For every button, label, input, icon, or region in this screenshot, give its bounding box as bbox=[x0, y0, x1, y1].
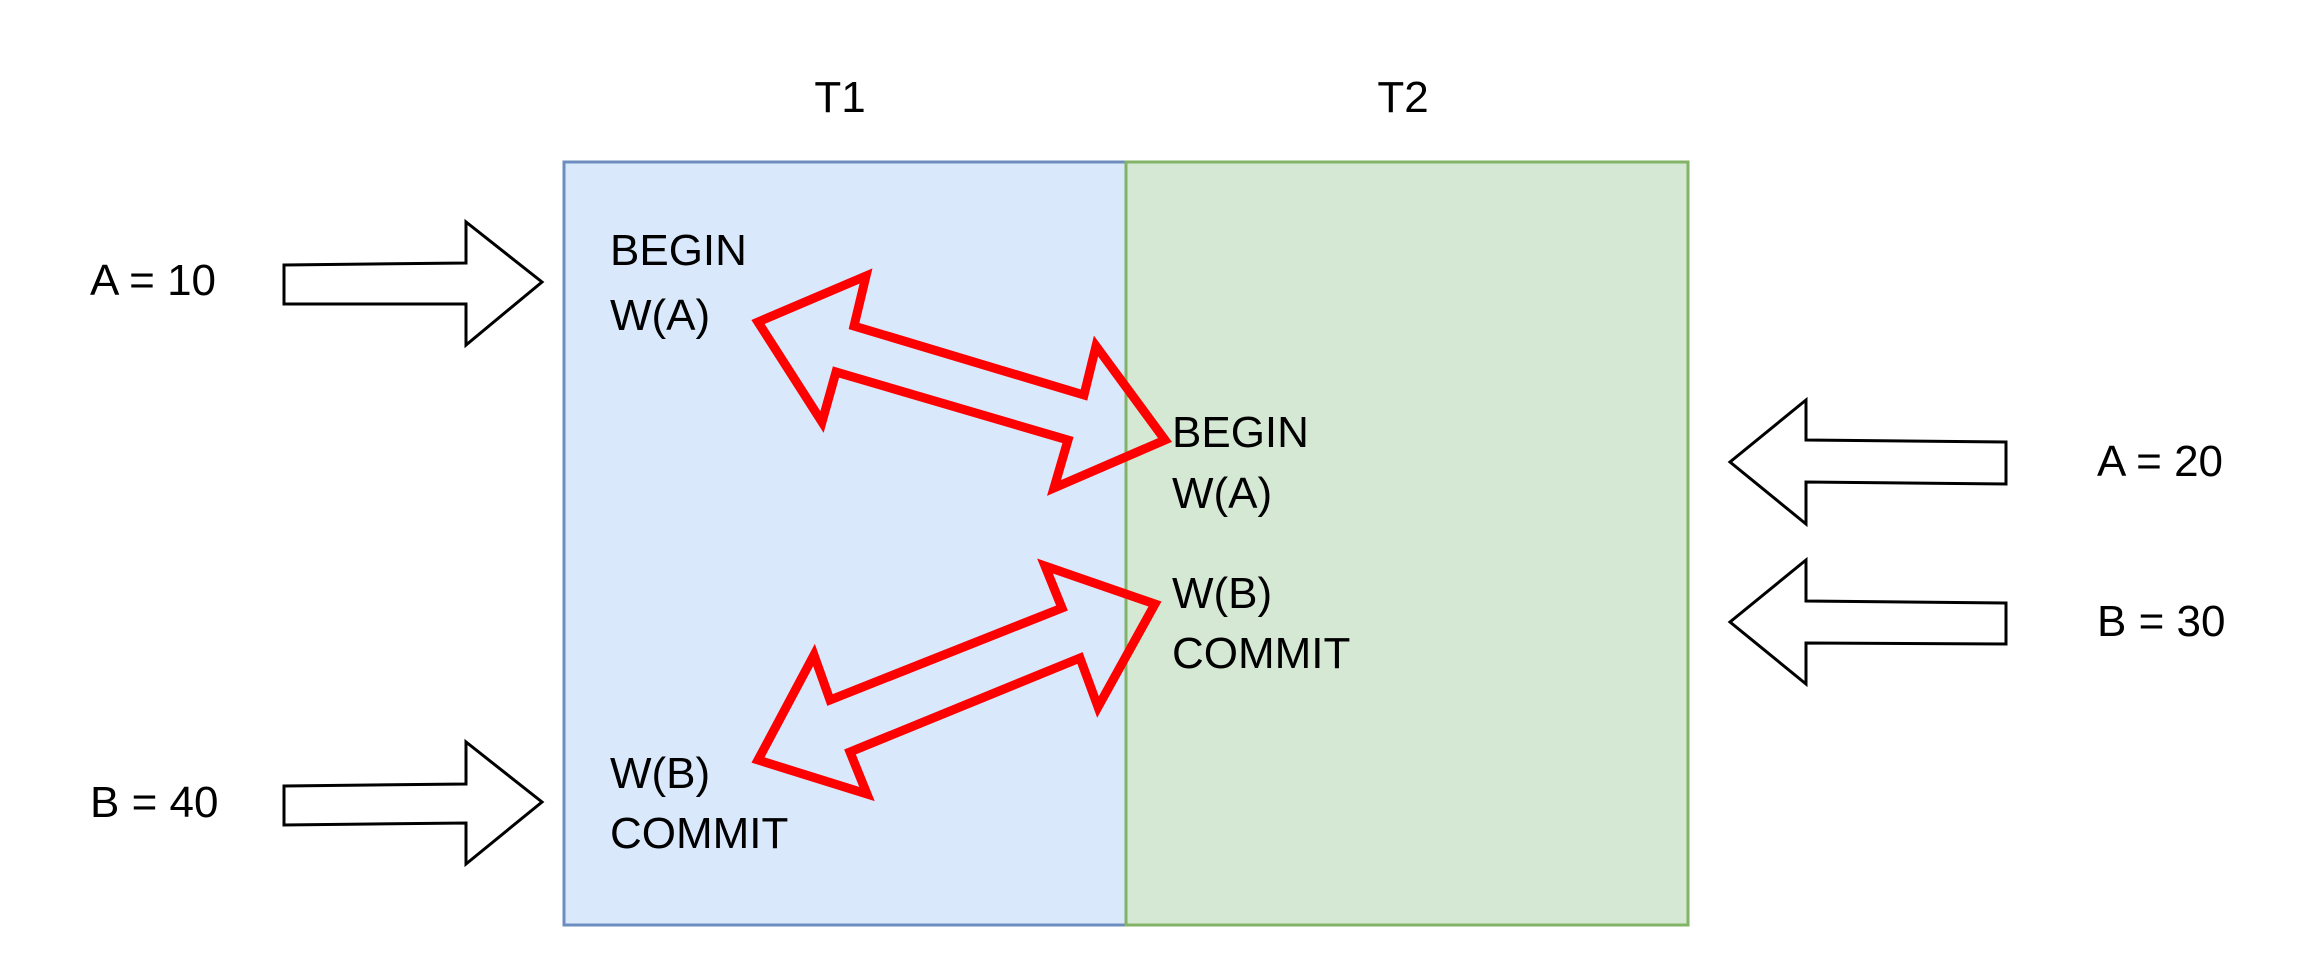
t2-op-write-a: W(A) bbox=[1172, 469, 1272, 518]
input-label-b40: B = 40 bbox=[90, 778, 218, 827]
arrow-right-icon bbox=[282, 218, 545, 349]
input-label-b30: B = 30 bbox=[2097, 597, 2225, 646]
t1-op-commit: COMMIT bbox=[610, 809, 788, 858]
t1-op-begin: BEGIN bbox=[610, 226, 747, 275]
t1-op-write-b: W(B) bbox=[610, 749, 710, 798]
arrow-left-icon bbox=[1727, 556, 2008, 688]
arrow-left-icon bbox=[1727, 396, 2008, 528]
t2-op-begin: BEGIN bbox=[1172, 408, 1309, 457]
arrow-right-icon bbox=[282, 738, 545, 868]
input-label-a20: A = 20 bbox=[2097, 437, 2223, 486]
t2-op-write-b: W(B) bbox=[1172, 569, 1272, 618]
t1-op-write-a: W(A) bbox=[610, 291, 710, 340]
conflict-double-arrow-icon bbox=[751, 268, 1172, 496]
input-label-a10: A = 10 bbox=[90, 256, 216, 305]
t1-title: T1 bbox=[814, 73, 865, 122]
conflict-double-arrow-icon bbox=[751, 558, 1162, 802]
t2-title: T2 bbox=[1377, 73, 1428, 122]
t2-op-commit: COMMIT bbox=[1172, 629, 1350, 678]
t2-column-box bbox=[1124, 160, 1690, 927]
